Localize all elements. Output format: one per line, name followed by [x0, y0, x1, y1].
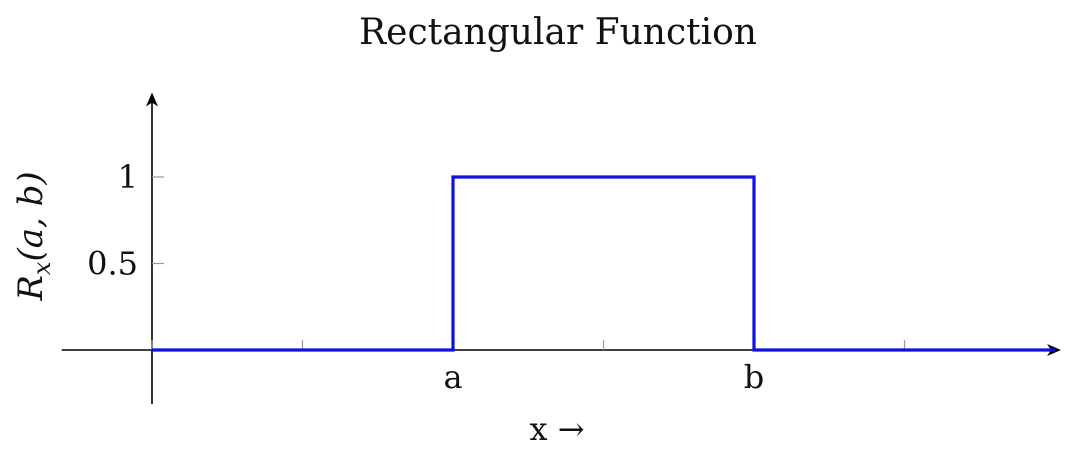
x-tick-label: a [443, 358, 462, 396]
y-axis-arrow-icon [146, 92, 158, 107]
y-tick-label: 1 [118, 158, 138, 196]
chart-title: Rectangular Function [359, 12, 757, 53]
y-axis-label-args: (a, b) [11, 171, 51, 261]
y-tick-label: 0.5 [87, 245, 138, 283]
ticks: a b 0.5 1 [87, 158, 906, 396]
y-axis-label-subscript: x [28, 261, 56, 275]
series-line [152, 175, 1055, 352]
axes [61, 92, 1061, 404]
y-axis-label: Rx(a, b) [11, 171, 56, 301]
x-axis-label: x → [529, 410, 584, 448]
y-axis-label-main: R [11, 275, 51, 302]
series [152, 175, 1055, 352]
x-tick-label: b [744, 358, 764, 396]
